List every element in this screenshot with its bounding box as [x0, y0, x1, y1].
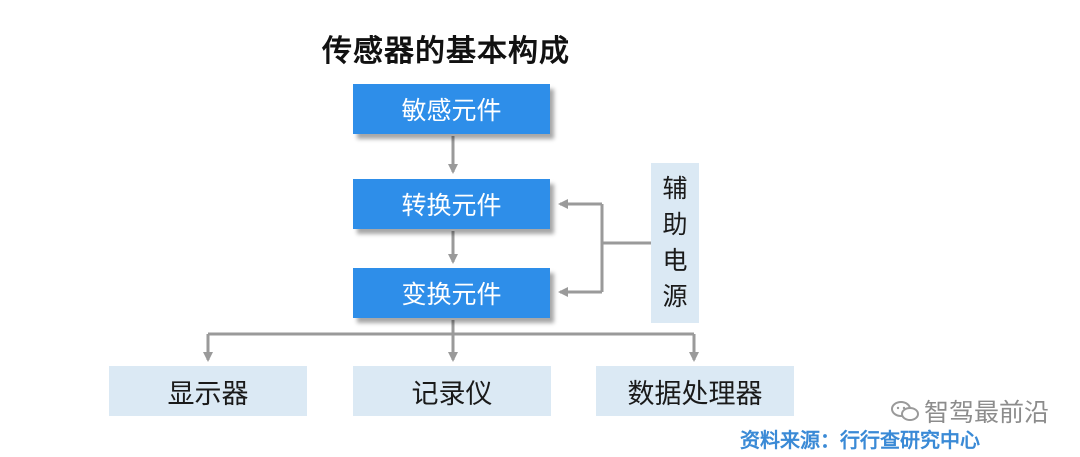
watermark-text: 智驾最前沿 [924, 398, 1050, 427]
sensitive-element-box: 敏感元件 [353, 84, 550, 134]
conversion-element-box: 转换元件 [353, 179, 550, 229]
display-box: 显示器 [109, 366, 307, 416]
power-char-3: 电 [662, 246, 688, 275]
auxiliary-power-box: 辅 助 电 源 [651, 163, 699, 323]
power-char-4: 源 [662, 282, 688, 311]
diagram-title: 传感器的基本构成 [322, 34, 570, 69]
power-char-1: 辅 [662, 174, 688, 203]
recorder-box: 记录仪 [353, 366, 551, 416]
data-processor-box: 数据处理器 [596, 366, 794, 416]
power-char-2: 助 [662, 210, 688, 239]
source-note: 资料来源：行行查研究中心 [740, 428, 980, 452]
transform-element-box: 变换元件 [353, 268, 550, 318]
watermark: 智驾最前沿 [890, 393, 1049, 429]
wechat-icon [891, 401, 919, 421]
